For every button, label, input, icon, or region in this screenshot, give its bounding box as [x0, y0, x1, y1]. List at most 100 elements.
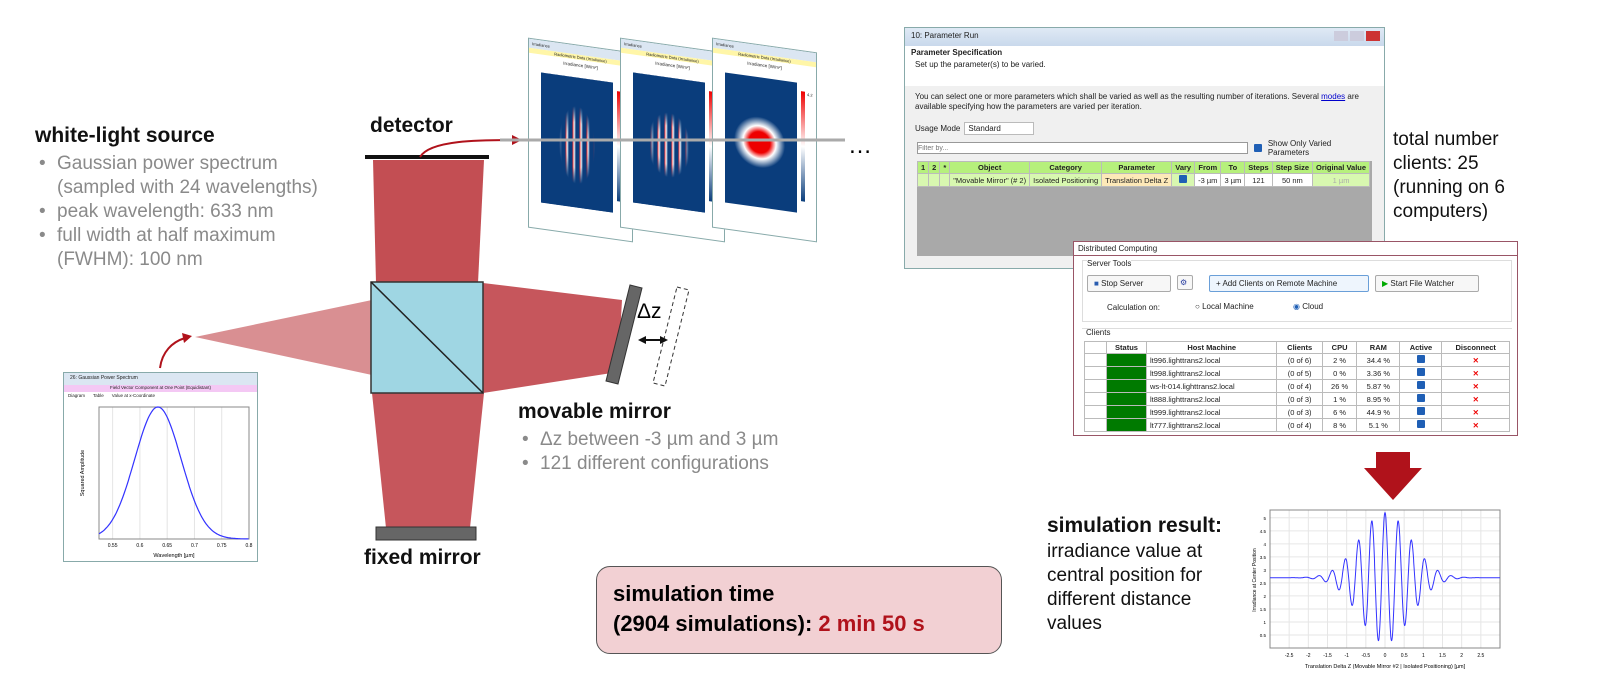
stop-server-button[interactable]: ■ Stop Server — [1087, 275, 1171, 292]
active-checkbox[interactable] — [1416, 368, 1425, 376]
disconnect-icon[interactable]: ✕ — [1472, 355, 1479, 365]
active-checkbox[interactable] — [1416, 394, 1425, 402]
client-row[interactable]: lt888.lighttrans2.local(0 of 3)1 %8.95 %… — [1084, 392, 1510, 406]
radio-cloud[interactable]: ◉ Cloud — [1293, 302, 1324, 311]
vary-checkbox[interactable] — [1179, 175, 1188, 183]
column-header[interactable]: * — [939, 161, 951, 174]
filter-input[interactable] — [917, 142, 1249, 154]
active-checkbox[interactable] — [1416, 381, 1425, 389]
start-file-watcher-button[interactable]: ▶ Start File Watcher — [1375, 275, 1479, 292]
close-button[interactable] — [1366, 31, 1380, 41]
column-header[interactable]: Clients — [1276, 341, 1323, 354]
column-header[interactable]: Status — [1106, 341, 1147, 354]
column-header[interactable]: Disconnect — [1441, 341, 1510, 354]
disconnect-icon[interactable]: ✕ — [1472, 381, 1479, 391]
x-tick-label: 0.8 — [246, 543, 253, 549]
colorbar-max: 4.2 — [807, 91, 813, 98]
group-label: Server Tools — [1087, 259, 1132, 268]
tab-value[interactable]: Value at x-Coordinate — [111, 393, 155, 398]
result-text: irradiance value at central position for… — [1047, 541, 1203, 634]
client-row[interactable]: lt777.lighttrans2.local(0 of 4)8 %5.1 %✕ — [1084, 418, 1510, 432]
x-tick-label: 1.5 — [1439, 653, 1446, 659]
plot-frame — [1269, 509, 1501, 649]
disconnect-icon[interactable]: ✕ — [1472, 420, 1479, 430]
spectrum-window[interactable]: 26: Gaussian Power Spectrum Field Vector… — [63, 372, 258, 562]
active-checkbox[interactable] — [1416, 407, 1425, 415]
parameter-run-window[interactable]: 10: Parameter Run Parameter Specificatio… — [904, 27, 1385, 269]
x-tick-label: -0.5 — [1362, 653, 1371, 659]
column-header[interactable] — [1084, 341, 1107, 354]
column-header[interactable]: To — [1220, 161, 1246, 174]
modes-link[interactable]: modes — [1321, 92, 1346, 101]
x-tick-label: 1 — [1422, 653, 1425, 659]
detector-label: detector — [370, 114, 453, 137]
cell: lt888.lighttrans2.local — [1145, 392, 1278, 406]
column-header[interactable]: Step Size — [1271, 161, 1314, 174]
column-header[interactable]: Original Value — [1312, 161, 1371, 174]
disconnect-icon[interactable]: ✕ — [1472, 394, 1479, 404]
status-indicator — [1106, 418, 1147, 432]
y-tick-label: 4 — [1263, 542, 1266, 547]
active-checkbox[interactable] — [1416, 420, 1425, 428]
disconnect-icon[interactable]: ✕ — [1472, 368, 1479, 378]
column-header[interactable]: Host Machine — [1145, 341, 1278, 354]
tab-diagram[interactable]: Diagram — [68, 393, 86, 398]
column-header[interactable]: 1 — [916, 161, 930, 174]
client-row[interactable]: lt998.lighttrans2.local(0 of 5)0 %3.36 %… — [1084, 366, 1510, 380]
maximize-button[interactable] — [1350, 31, 1364, 41]
spectrum-curve — [98, 406, 249, 540]
column-header[interactable]: CPU — [1321, 341, 1358, 354]
x-tick-label: 2.5 — [1477, 653, 1484, 659]
window-title: 26: Gaussian Power Spectrum — [70, 375, 138, 381]
cell[interactable] — [1171, 173, 1196, 187]
cell[interactable] — [916, 173, 930, 187]
beam-to-detector — [373, 160, 484, 283]
cell[interactable]: Isolated Positioning — [1029, 173, 1103, 187]
cell: 2 % — [1321, 353, 1358, 367]
simtime-value: 2 min 50 s — [818, 611, 925, 636]
x-tick-label: 2 — [1460, 653, 1463, 659]
column-header[interactable]: Active — [1399, 341, 1443, 354]
cell: (0 of 5) — [1276, 366, 1323, 380]
column-header[interactable]: RAM — [1356, 341, 1401, 354]
column-header[interactable]: From — [1194, 161, 1222, 174]
bullet: peak wavelength: 633 nm — [35, 200, 345, 224]
cell[interactable]: Translation Delta Z — [1101, 173, 1173, 187]
show-only-varied-checkbox[interactable] — [1254, 144, 1262, 152]
window-subtitle: Field Vector Component at One Point (Equ… — [64, 385, 257, 392]
client-row[interactable]: lt996.lighttrans2.local(0 of 6)2 %34.4 %… — [1084, 353, 1510, 367]
active-checkbox[interactable] — [1416, 355, 1425, 363]
client-row[interactable]: ws-lt-014.lighttrans2.local(0 of 4)26 %5… — [1084, 379, 1510, 393]
cell[interactable]: 3 µm — [1220, 173, 1246, 187]
detector-plate — [365, 155, 489, 159]
cell[interactable]: 121 — [1244, 173, 1273, 187]
column-header[interactable]: 2 — [928, 161, 941, 174]
beam-to-fixed-mirror — [372, 393, 484, 528]
cell[interactable]: 1 µm — [1312, 173, 1371, 187]
cell[interactable] — [939, 173, 951, 187]
radio-local-machine[interactable]: ○ Local Machine — [1195, 302, 1254, 311]
cell[interactable] — [928, 173, 941, 187]
cell[interactable]: "Movable Mirror" (# 2) — [949, 173, 1031, 187]
usage-mode-select[interactable]: Standard — [964, 122, 1035, 135]
cell[interactable]: 50 nm — [1271, 173, 1314, 187]
disconnect-icon[interactable]: ✕ — [1472, 407, 1479, 417]
column-header[interactable]: Parameter — [1101, 161, 1173, 174]
bullet: Δz between -3 µm and 3 µm — [518, 428, 858, 452]
optical-axis-line — [500, 138, 845, 142]
minimize-button[interactable] — [1334, 31, 1348, 41]
group-label: Clients — [1086, 328, 1111, 337]
client-row[interactable]: lt999.lighttrans2.local(0 of 3)6 %44.9 %… — [1084, 405, 1510, 419]
add-clients-button[interactable]: + Add Clients on Remote Machine — [1209, 275, 1369, 292]
cell: 26 % — [1321, 379, 1358, 393]
column-header[interactable]: Vary — [1171, 161, 1196, 174]
distributed-computing-window[interactable]: Distributed Computing Server Tools ■ Sto… — [1073, 241, 1518, 436]
column-header[interactable]: Object — [949, 161, 1031, 174]
column-header[interactable]: Steps — [1244, 161, 1273, 174]
settings-gear-button[interactable]: ⚙ — [1177, 275, 1193, 290]
column-header[interactable]: Category — [1029, 161, 1103, 174]
tab-table[interactable]: Table — [93, 393, 104, 398]
cell[interactable]: -3 µm — [1194, 173, 1222, 187]
